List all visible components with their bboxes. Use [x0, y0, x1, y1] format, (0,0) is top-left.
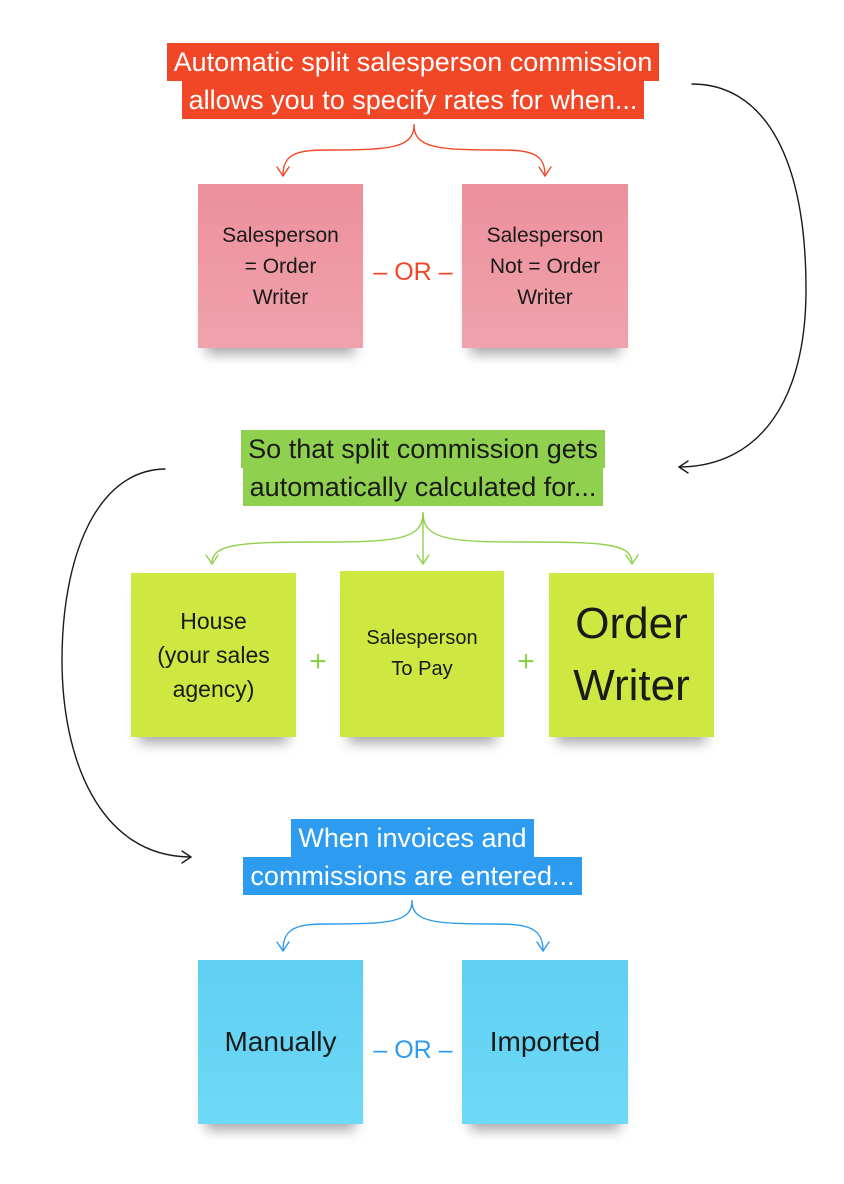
sticky-note-salesperson-equals-order-writer: Salesperson = Order Writer — [198, 184, 363, 348]
heading-bottom-line-2: commissions are entered... — [243, 857, 582, 895]
sticky-note-text: House (your sales agency) — [157, 608, 270, 702]
plus-separator-1: + — [309, 645, 327, 678]
sticky-note-text: Salesperson Not = Order Writer — [486, 223, 604, 309]
heading-bottom: When invoices and commissions are entere… — [215, 819, 610, 895]
sticky-note-manually: Manually — [198, 960, 363, 1124]
sticky-note-text: Manually — [224, 1026, 337, 1057]
green-branch-connector — [205, 512, 639, 566]
sticky-note-text: Salesperson To Pay — [366, 627, 478, 680]
heading-middle-line-1: So that split commission gets — [241, 430, 605, 468]
sticky-note-text: Order Writer — [573, 599, 690, 710]
red-branch-connector — [276, 124, 552, 178]
blue-branch-connector — [276, 900, 550, 953]
sticky-note-text: Imported — [489, 1026, 601, 1057]
heading-middle: So that split commission gets automatica… — [210, 430, 636, 506]
sticky-note-order-writer: Order Writer — [549, 573, 714, 737]
sticky-note-imported: Imported — [462, 960, 628, 1124]
heading-middle-line-2: automatically calculated for... — [242, 468, 604, 506]
heading-top-line-1: Automatic split salesperson commission — [166, 43, 660, 81]
black-curve-right — [677, 83, 807, 474]
or-separator-bottom: – OR – — [373, 1036, 453, 1064]
plus-separator-2: + — [517, 645, 535, 678]
sticky-note-salesperson-to-pay: Salesperson To Pay — [340, 571, 504, 737]
heading-top: Automatic split salesperson commission a… — [130, 43, 696, 119]
sticky-note-house: House (your sales agency) — [131, 573, 296, 737]
sticky-note-text: Salesperson = Order Writer — [222, 223, 339, 309]
heading-bottom-line-1: When invoices and — [291, 819, 534, 857]
heading-top-line-2: allows you to specify rates for when... — [181, 81, 645, 119]
or-separator-top: – OR – — [373, 258, 453, 286]
sticky-note-salesperson-not-equals-order-writer: Salesperson Not = Order Writer — [462, 184, 628, 348]
